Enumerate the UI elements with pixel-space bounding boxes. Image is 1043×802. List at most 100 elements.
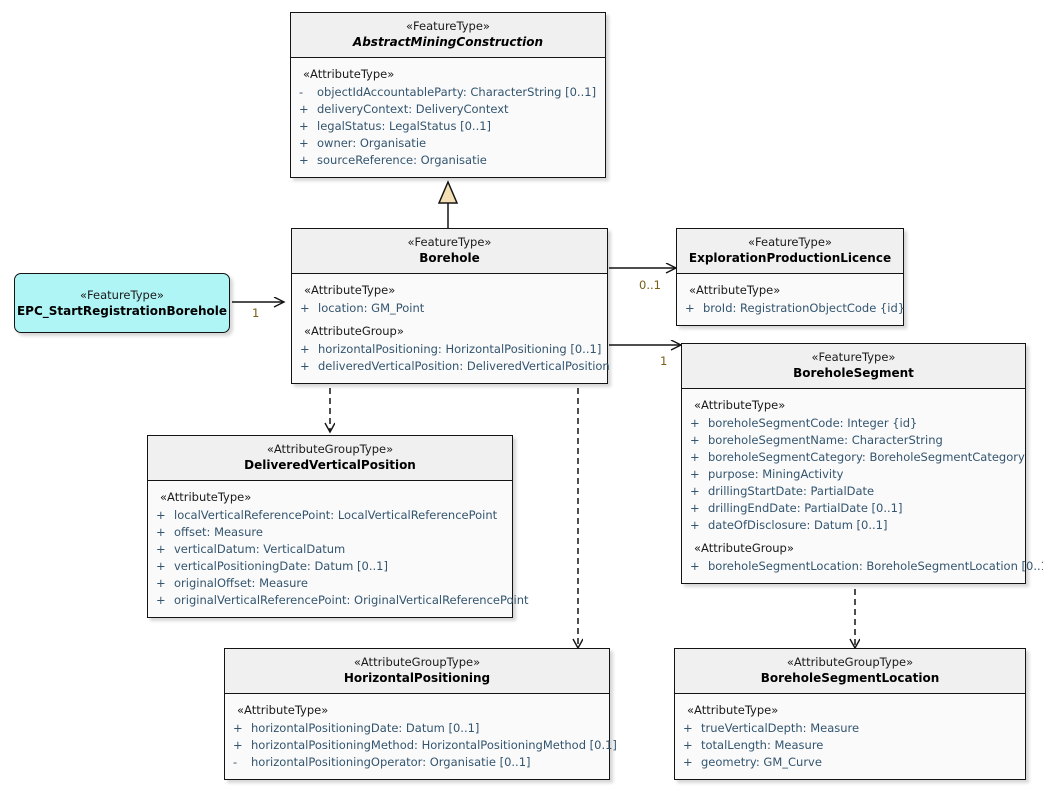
class-header-abstractminingconstruction: «FeatureType» AbstractMiningConstruction [291, 13, 605, 58]
class-node-boreholesegmentlocation[interactable]: «AttributeGroupType» BoreholeSegmentLoca… [674, 648, 1026, 780]
edge-generalization-borehole-to-abstractminingconstruction [437, 180, 459, 228]
attribute-row: +deliveryContext: DeliveryContext [291, 101, 605, 118]
attribute-row: + verticalPositioningDate: Datum [0..1] [148, 558, 512, 575]
class-name: AbstractMiningConstruction [352, 35, 544, 49]
attribute-group-label: «AttributeType» [689, 283, 781, 297]
visibility-marker: + [690, 416, 700, 430]
visibility-marker: + [299, 102, 309, 116]
attribute-row: +localVerticalReferencePoint: LocalVerti… [148, 507, 512, 524]
attribute-row: + drillingStartDate: PartialDate [682, 483, 1025, 500]
class-name: BoreholeSegmentLocation [760, 671, 940, 685]
class-node-epc-startregistrationborehole[interactable]: «FeatureType» EPC_StartRegistrationBoreh… [14, 273, 230, 333]
attribute-signature: horizontalPositioning: HorizontalPositio… [318, 342, 602, 356]
attribute-signature: horizontalPositioningOperator: Organisat… [251, 755, 531, 769]
visibility-marker: + [690, 433, 700, 447]
class-stereotype: «AttributeGroupType» [786, 655, 914, 669]
class-header-horizontalpositioning: «AttributeGroupType» HorizontalPositioni… [225, 649, 609, 694]
attribute-signature: boreholeSegmentCode: Integer {id} [708, 416, 918, 430]
attribute-row: +boreholeSegmentName: CharacterString [682, 432, 1025, 449]
attribute-row: + horizontalPositioning: HorizontalPositi… [292, 341, 607, 358]
class-body-horizontalpositioning: «AttributeType» +horizontalPositioningDa… [225, 694, 617, 779]
class-node-deliveredverticalposition[interactable]: «AttributeGroupType» DeliveredVerticalPo… [147, 435, 529, 618]
class-header-deliveredverticalposition: «AttributeGroupType» DeliveredVerticalPo… [148, 436, 512, 481]
visibility-marker: + [299, 153, 309, 167]
attribute-row: +boreholeSegmentLocation: BoreholeSegmen… [682, 558, 1043, 575]
attribute-row: + totalLength: Measure [675, 737, 1025, 754]
class-stereotype: «FeatureType» [811, 350, 896, 364]
attribute-signature: totalLength: Measure [701, 738, 824, 752]
attribute-signature: dateOfDisclosure: Datum [0..1] [708, 518, 888, 532]
visibility-marker: + [690, 518, 700, 532]
class-header-explorationproductionlicence: «FeatureType» ExplorationProductionLicen… [677, 229, 903, 274]
attribute-row: -objectIdAccountableParty: CharacterStri… [291, 84, 605, 101]
attribute-row: + dateOfDisclosure: Datum [0..1] [682, 517, 1025, 534]
attribute-signature: verticalPositioningDate: Datum [0..1] [174, 559, 388, 573]
attribute-signature: localVerticalReferencePoint: LocalVertic… [174, 508, 498, 522]
attribute-row: +drillingEndDate: PartialDate [0..1] [682, 500, 1025, 517]
attribute-signature: sourceReference: Organisatie [317, 153, 487, 167]
attribute-row: + broId: RegistrationObjectCode {id} [677, 300, 906, 317]
attribute-signature: boreholeSegmentCategory: BoreholeSegment… [708, 450, 1025, 464]
visibility-marker: + [299, 136, 309, 150]
class-node-abstractminingconstruction[interactable]: «FeatureType» AbstractMiningConstruction… [290, 12, 606, 178]
visibility-marker: - [299, 85, 304, 99]
multiplicity-borehole-to-segment: 1 [660, 354, 668, 368]
visibility-marker: + [299, 119, 309, 133]
attribute-row: + owner: Organisatie [291, 135, 605, 152]
attribute-group-label: «AttributeType» [303, 67, 395, 81]
attribute-signature: verticalDatum: VerticalDatum [174, 542, 346, 556]
attribute-signature: offset: Measure [174, 525, 263, 539]
attribute-signature: objectIdAccountableParty: CharacterStrin… [317, 85, 597, 99]
visibility-marker: + [690, 450, 700, 464]
class-node-boreholesegment[interactable]: «FeatureType» BoreholeSegment «Attribute… [681, 343, 1043, 584]
visibility-marker: + [690, 467, 700, 481]
attribute-row: +verticalDatum: VerticalDatum [148, 541, 512, 558]
attribute-row: +geometry: GM_Curve [675, 754, 1025, 771]
visibility-marker: + [300, 359, 310, 373]
visibility-marker: + [685, 301, 695, 315]
class-stereotype: «AttributeGroupType» [266, 442, 394, 456]
class-header-boreholesegmentlocation: «AttributeGroupType» BoreholeSegmentLoca… [675, 649, 1025, 694]
class-node-horizontalpositioning[interactable]: «AttributeGroupType» HorizontalPositioni… [224, 648, 617, 780]
attribute-signature: legalStatus: LegalStatus [0..1] [317, 119, 492, 133]
attribute-group-label: «AttributeType» [687, 703, 779, 717]
visibility-marker: + [156, 559, 166, 573]
class-node-borehole[interactable]: «FeatureType» Borehole «AttributeType» +… [291, 228, 610, 384]
attribute-group-label: «AttributeType» [237, 703, 329, 717]
visibility-marker: + [233, 721, 243, 735]
attribute-signature: broId: RegistrationObjectCode {id} [703, 301, 906, 315]
class-body-deliveredverticalposition: «AttributeType» +localVerticalReferenceP… [148, 481, 529, 617]
class-name: EPC_StartRegistrationBorehole [16, 303, 228, 318]
attribute-row: + sourceReference: Organisatie [291, 152, 605, 169]
visibility-marker: + [156, 576, 166, 590]
multiplicity-epc-to-borehole: 1 [252, 306, 260, 320]
visibility-marker: + [233, 738, 243, 752]
visibility-marker: - [233, 755, 238, 769]
class-stereotype: «FeatureType» [406, 19, 490, 33]
attribute-signature: purpose: MiningActivity [708, 467, 844, 481]
attribute-signature: drillingStartDate: PartialDate [708, 484, 875, 498]
visibility-marker: + [300, 342, 310, 356]
class-name: Borehole [419, 251, 480, 265]
attribute-row: + offset: Measure [148, 524, 512, 541]
attribute-row: +originalVerticalReferencePoint: Origina… [148, 592, 529, 609]
visibility-marker: + [156, 525, 166, 539]
class-stereotype: «FeatureType» [80, 287, 164, 302]
attribute-signature: owner: Organisatie [317, 136, 427, 150]
attribute-row: +location: GM_Point [292, 300, 607, 317]
multiplicity-borehole-to-licence: 0..1 [639, 278, 661, 292]
attribute-signature: geometry: GM_Curve [701, 755, 822, 769]
visibility-marker: + [156, 593, 166, 607]
attribute-signature: trueVerticalDepth: Measure [701, 721, 860, 735]
class-node-explorationproductionlicence[interactable]: «FeatureType» ExplorationProductionLicen… [676, 228, 906, 326]
attribute-group-label: «AttributeGroup» [304, 324, 404, 338]
visibility-marker: + [690, 501, 700, 515]
class-body-explorationproductionlicence: «AttributeType» + broId: RegistrationObje… [677, 274, 906, 325]
attribute-group-label: «AttributeType» [694, 398, 786, 412]
attribute-group-label: «AttributeType» [160, 490, 252, 504]
visibility-marker: + [683, 738, 693, 752]
attribute-row: + boreholeSegmentCategory: BoreholeSegmen… [682, 449, 1025, 466]
attribute-signature: location: GM_Point [318, 301, 425, 315]
attribute-row: +horizontalPositioningDate: Datum [0..1] [225, 720, 609, 737]
visibility-marker: + [690, 484, 700, 498]
